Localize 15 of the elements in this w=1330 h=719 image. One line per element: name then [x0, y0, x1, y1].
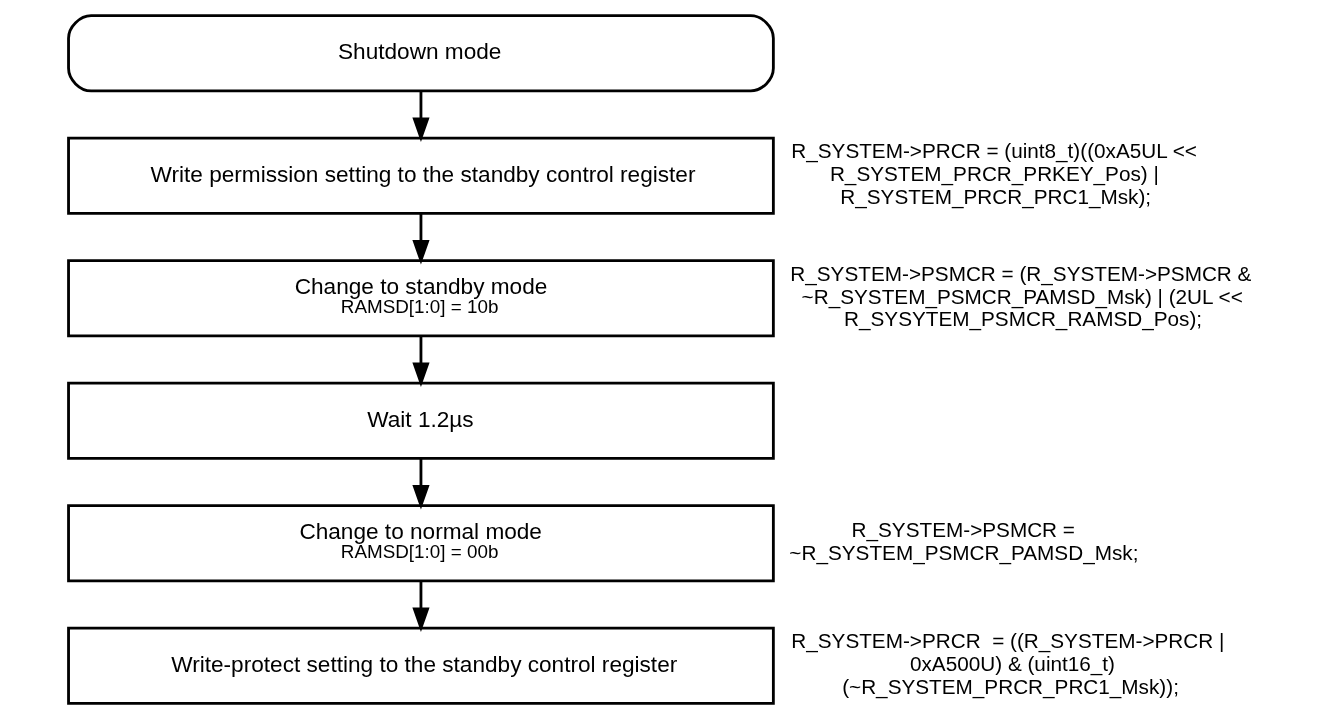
node-box: Change to standby mode RAMSD[1:0] = 10b — [67, 259, 775, 338]
arrow — [412, 581, 430, 633]
node-box: Write-protect setting to the standby control register — [67, 626, 775, 705]
node-label: R_SYSTEM->PSMCR = (R_SYSTEM->PSMCR & ~R_SYSTEM_PSMCR_PAMSD_Msk) | (2UL << R_SYSYTEM_PSMCR_RAMSD_Pos); — [790, 261, 1252, 331]
arrow — [412, 458, 430, 510]
node-label: R_SYSTEM->PRCR = (uint8_t)((0xA5UL << R_SYSTEM_PRCR_PRKEY_Pos) | R_SYSTEM_PRCR_PRC1_Msk); — [791, 139, 1197, 208]
node-box: Write permission setting to the standby control register — [67, 136, 775, 215]
node-box: Wait 1.2µs — [67, 381, 775, 460]
node-label: R_SYSTEM->PRCR = ((R_SYSTEM->PRCR | 0xA500U) & (uint16_t) (~R_SYSTEM_PRCR_PRC1_Msk)); — [791, 629, 1225, 698]
arrow — [412, 336, 430, 388]
arrow — [412, 91, 430, 143]
arrow — [412, 213, 430, 265]
node-label: R_SYSTEM->PSMCR = ~R_SYSTEM_PSMCR_PAMSD_Msk; — [789, 518, 1139, 564]
node-box: Shutdown mode — [67, 14, 775, 93]
node-box: Change to normal mode RAMSD[1:0] = 00b — [67, 504, 775, 583]
